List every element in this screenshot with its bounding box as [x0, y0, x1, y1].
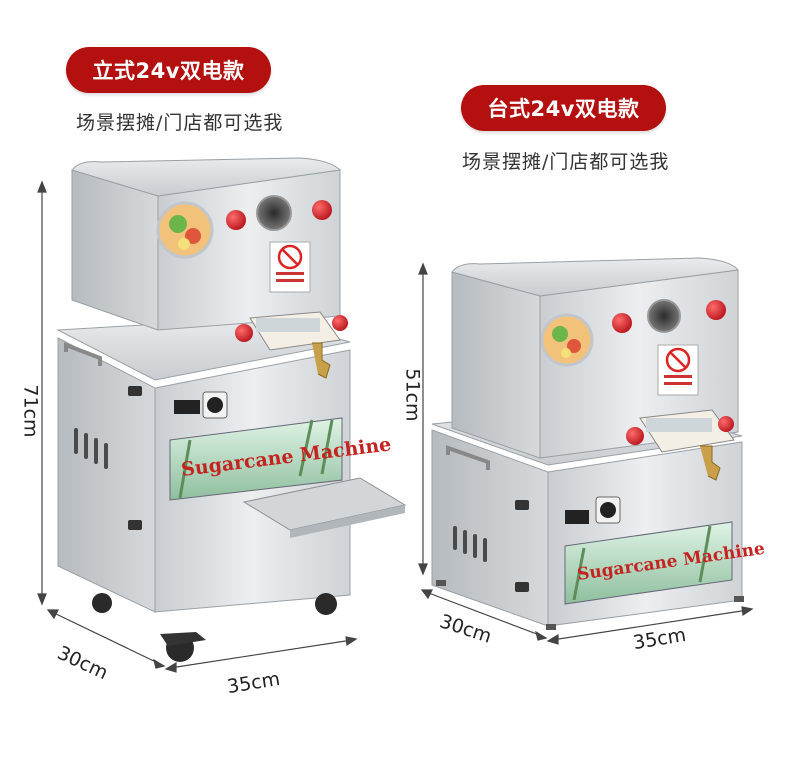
left-sign: Sugarcane Machine [169, 417, 392, 501]
left-height-label: 71cm [19, 384, 42, 438]
dimension-lines [37, 180, 754, 673]
right-product-badge: 台式24v双电款 [461, 85, 666, 131]
right-height-label: 51cm [401, 368, 424, 422]
right-product-subtitle: 场景摆摊/门店都可选我 [462, 151, 670, 173]
left-machine: Sugarcane Machine [56, 157, 407, 662]
left-product-subtitle: 场景摆摊/门店都可选我 [76, 112, 284, 134]
left-product-badge: 立式24v双电款 [66, 47, 271, 93]
right-machine: Sugarcane Machine [431, 257, 766, 630]
